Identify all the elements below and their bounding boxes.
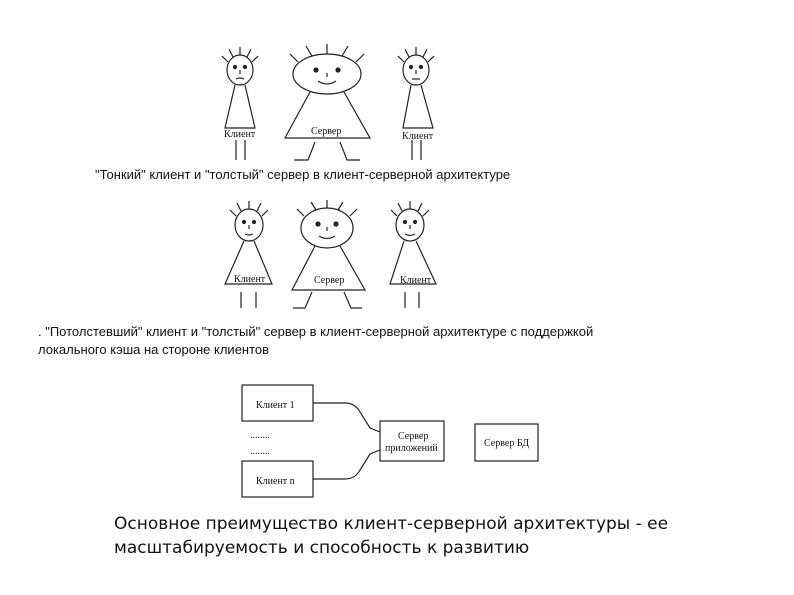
app-server-label-1: Сервер xyxy=(398,431,428,442)
figure2-caption-line2: локального кэша на стороне клиентов xyxy=(38,342,270,357)
app-server-box xyxy=(379,420,445,462)
fig2-left-client xyxy=(224,201,273,308)
fig2-left-label: Клиент xyxy=(234,274,266,285)
fig1-center-server xyxy=(283,44,372,161)
figure2-caption: . "Потолстевший" клиент и "толстый" серв… xyxy=(38,323,678,359)
fig1-center-label: Сервер xyxy=(311,126,341,137)
conclusion-line2: масштабируемость и способность к развити… xyxy=(114,538,530,558)
conclusion-line1: Основное преимущество клиент-серверной а… xyxy=(114,514,669,534)
app-server-label-2: приложений xyxy=(385,443,438,454)
db-server-box xyxy=(474,423,539,462)
fig2-center-server xyxy=(291,200,367,309)
connector-top xyxy=(313,402,381,433)
figure2-caption-line1: . "Потолстевший" клиент и "толстый" серв… xyxy=(38,324,594,339)
client-1-label: Клиент 1 xyxy=(256,400,295,411)
connector-bottom xyxy=(313,449,381,480)
fig1-left-label: Клиент xyxy=(224,129,256,140)
client-n-label: Клиент n xyxy=(256,476,295,487)
fig1-right-label: Клиент xyxy=(402,131,434,142)
db-server-label: Сервер БД xyxy=(484,438,529,449)
conclusion-text: Основное преимущество клиент-серверной а… xyxy=(114,512,674,560)
fig2-right-client xyxy=(389,201,437,308)
fig1-right-client xyxy=(397,47,435,160)
fig1-left-client xyxy=(221,47,259,160)
dots-1: ........ xyxy=(250,430,270,441)
fig2-right-label: Клиент xyxy=(400,275,432,286)
figure1-caption: "Тонкий" клиент и "толстый" сервер в кли… xyxy=(95,167,511,182)
fig2-center-label: Сервер xyxy=(314,275,344,286)
dots-2: ........ xyxy=(250,446,270,457)
